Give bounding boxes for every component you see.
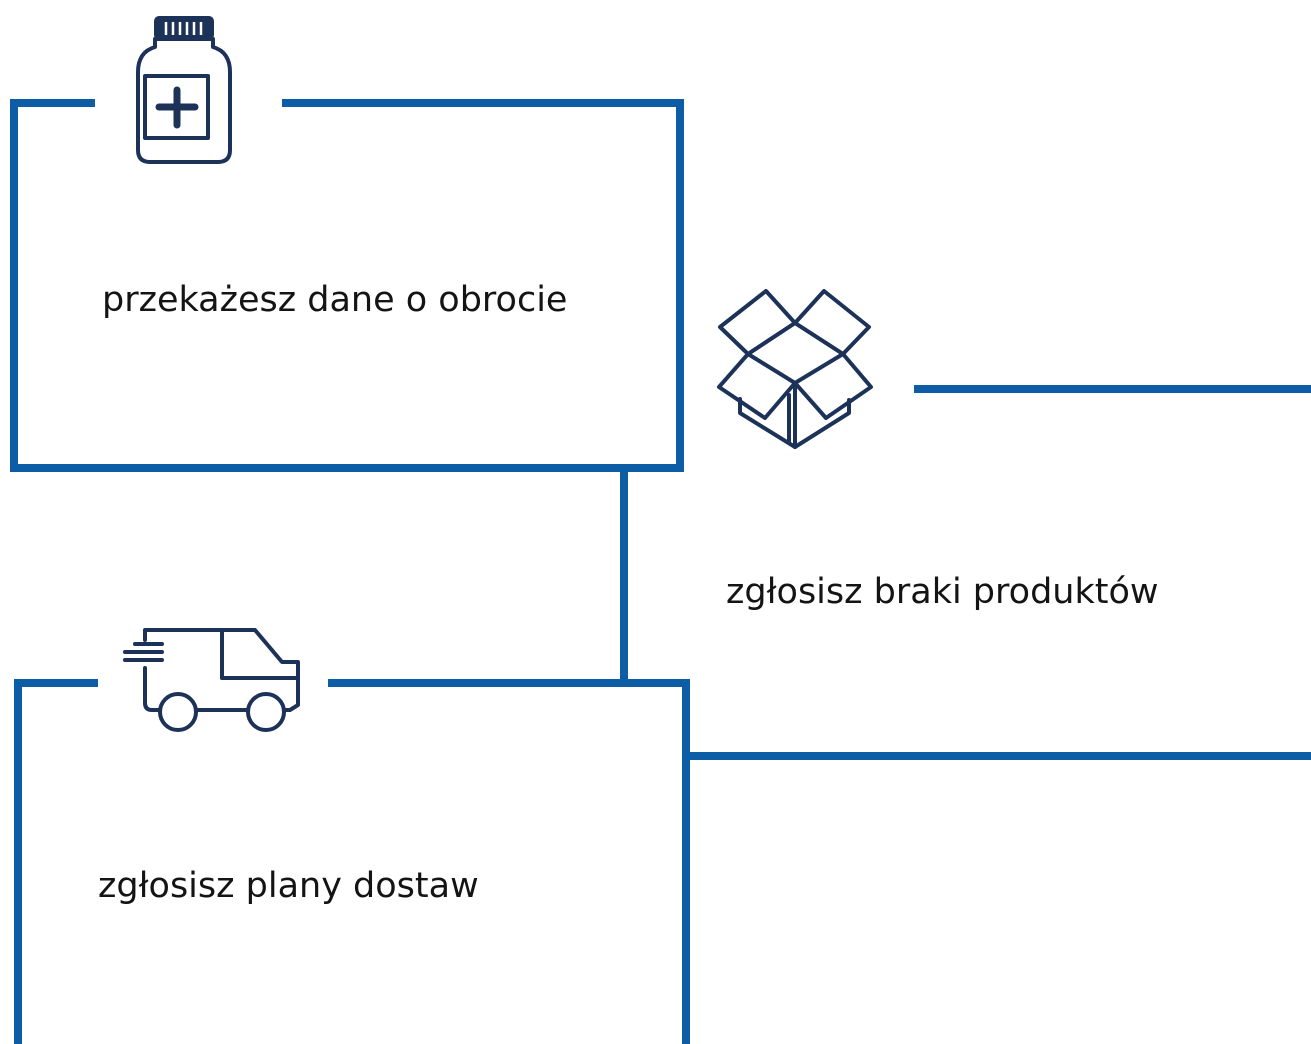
open-box-icon	[717, 289, 873, 449]
box-turnover-frame	[10, 99, 684, 472]
step-shortage-label: zgłosisz braki produktów	[726, 572, 1159, 612]
box-delivery-frame	[14, 679, 690, 1044]
step-turnover-label: przekażesz dane o obrocie	[102, 280, 567, 320]
step-delivery-label: zgłosisz plany dostaw	[98, 866, 479, 906]
delivery-van-icon	[123, 628, 300, 732]
medicine-bottle-icon	[136, 16, 232, 164]
